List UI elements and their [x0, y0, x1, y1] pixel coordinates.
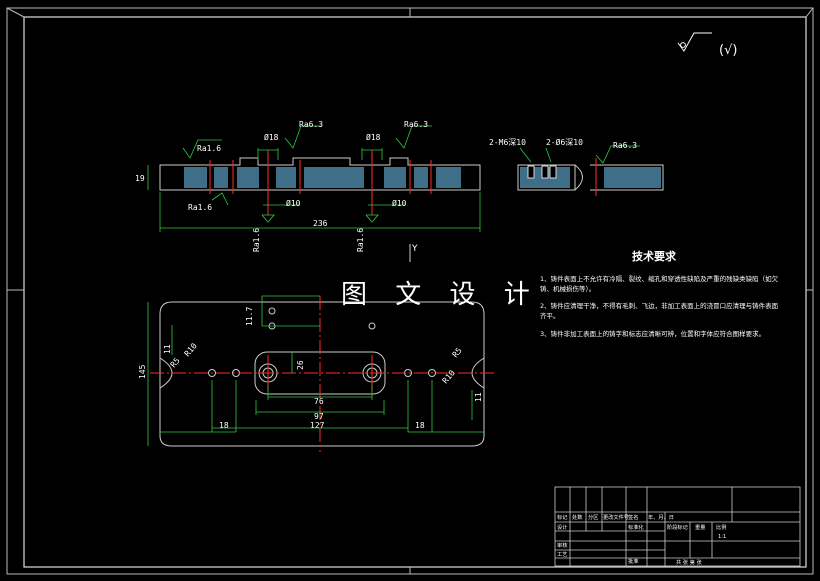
roughness-default-label: (√) — [719, 43, 737, 58]
tech-note-2: 2、铸件应清理干净，不得有毛刺、飞边，非加工表面上的浇冒口应清理与铸件表面齐平。 — [540, 302, 779, 320]
dim-18-right: 18 — [415, 421, 425, 430]
side-view: 2-M6深10 2-Ø6深10 Ra6.3 — [489, 137, 664, 196]
ra-label-2: Ra6.3 — [299, 120, 323, 129]
title-block — [554, 486, 801, 567]
ra-label-6: Ra1.6 — [356, 228, 365, 252]
dim-18-left: 18 — [219, 421, 229, 430]
tb-label-stage: 阶段标记 — [667, 523, 688, 531]
tb-label-review: 审核 — [557, 541, 567, 549]
frame-ticks — [6, 7, 814, 574]
tb-row-label-3: 更改文件号 — [603, 513, 629, 521]
tb-label-standard: 标准化 — [628, 523, 644, 531]
dim-26: 26 — [296, 360, 305, 370]
dim-11-left: 11 — [163, 344, 172, 354]
roughness-symbol-icon — [677, 32, 712, 52]
ra-label-4: Ra1.6 — [188, 203, 212, 212]
tb-row-label-4: 签名 — [628, 513, 638, 521]
dim-r10-right: R10 — [441, 368, 457, 385]
tb-label-design: 设计 — [557, 523, 567, 531]
tb-row-label-2: 分区 — [588, 513, 598, 521]
dim-r10-left: R10 — [183, 341, 199, 358]
side-hole-label-dia6: 2-Ø6深10 — [546, 137, 583, 147]
dim-length-236: 236 — [313, 219, 328, 228]
tech-note-1: 1、铸件表面上不允许有冷隔、裂纹、缩孔和穿透性缺陷及严重的残缺类缺陷（如欠铸、机… — [540, 275, 779, 293]
tb-label-approve: 批准 — [628, 557, 638, 565]
dim-97: 97 — [314, 412, 324, 421]
dim-dia-18-a: Ø18 — [264, 132, 279, 142]
tb-label-process: 工艺 — [557, 551, 567, 558]
title-block-text: 标记 处数 分区 更改文件号 签名 年、月、日 设计 标准化 审核 工艺 批准 … — [557, 513, 726, 566]
side-ra-label: Ra6.3 — [613, 141, 637, 150]
ra-label-5: Ra1.6 — [252, 228, 261, 252]
dim-11-right: 11 — [474, 392, 483, 402]
ra-label-3: Ra6.3 — [404, 120, 428, 129]
tb-row-label-5: 年、月、日 — [648, 513, 674, 521]
tb-row-label-1: 处数 — [572, 513, 583, 521]
dim-dia-10-a: Ø10 — [286, 198, 301, 208]
dim-145: 145 — [138, 364, 147, 379]
tb-row-label-0: 标记 — [557, 513, 567, 521]
tb-label-sheets: 共 张 第 张 — [676, 558, 703, 566]
ra-label-1: Ra1.6 — [197, 144, 221, 153]
dim-dia-18-b: Ø18 — [366, 132, 381, 142]
dim-11-7: 11.7 — [245, 307, 254, 326]
y-axis-label: Y — [411, 244, 418, 254]
dim-127: 127 — [310, 421, 325, 430]
dim-r5-right: R5 — [451, 346, 464, 359]
tech-requirements-title: 技术要求 — [632, 250, 676, 263]
side-hole-label-m6: 2-M6深10 — [489, 138, 526, 147]
dim-height-19: 19 — [135, 174, 145, 183]
watermark: 图 文 设 计 — [341, 280, 540, 310]
tb-label-scale: 比例 — [716, 523, 726, 531]
dim-dia-10-b: Ø10 — [392, 198, 407, 208]
tb-label-weight: 重量 — [695, 523, 705, 531]
dim-76: 76 — [314, 397, 324, 406]
tech-note-3: 3、铸件非加工表面上的铸字和标志应清晰可辨，位置和字体应符合图样要求。 — [540, 330, 766, 338]
tb-scale-value: 1:1 — [718, 534, 726, 540]
inner-frame — [23, 16, 807, 568]
section-view: Ra1.6 Ra6.3 Ra6.3 Ra1.6 Ø18 Ø18 Ø10 Ø10 … — [135, 120, 481, 252]
